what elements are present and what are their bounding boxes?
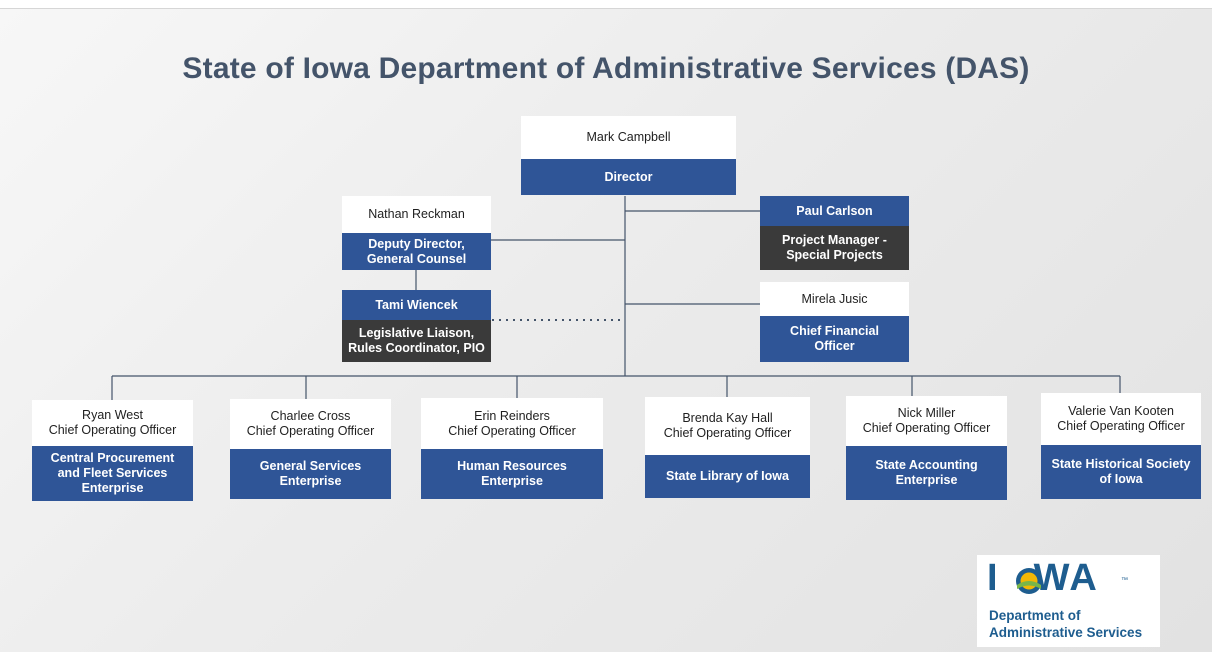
coo-unit: General Services Enterprise — [230, 449, 391, 499]
coo-header: Erin Reinders Chief Operating Officer — [421, 398, 603, 449]
coo-unit-line2: Enterprise — [279, 474, 342, 488]
coo-name: Erin Reinders — [474, 408, 550, 423]
coo-box: Charlee Cross Chief Operating Officer Ge… — [230, 399, 391, 499]
deputy-box: Nathan Reckman Deputy Director, General … — [342, 196, 491, 270]
liaison-role-line1: Legislative Liaison, — [358, 326, 475, 340]
liaison-role: Legislative Liaison, Rules Coordinator, … — [342, 320, 491, 362]
liaison-name: Tami Wiencek — [342, 290, 491, 320]
coo-title: Chief Operating Officer — [48, 423, 177, 437]
coo-box: Ryan West Chief Operating Officer Centra… — [32, 400, 193, 501]
coo-name: Valerie Van Kooten — [1068, 404, 1174, 418]
coo-unit-line1: State Historical Society — [1051, 457, 1191, 471]
coo-unit: State Accounting Enterprise — [846, 446, 1007, 500]
logo-word-i: I — [987, 557, 1000, 599]
coo-unit: State Library of Iowa — [645, 455, 810, 498]
coo-box: Nick Miller Chief Operating Officer Stat… — [846, 396, 1007, 500]
coo-title: Chief Operating Officer — [862, 421, 991, 435]
logo-wordmark: I WA — [987, 557, 1099, 600]
project-manager-box: Paul Carlson Project Manager - Special P… — [760, 196, 909, 270]
coo-unit: Human Resources Enterprise — [421, 449, 603, 499]
coo-header: Ryan West Chief Operating Officer — [32, 400, 193, 446]
coo-box: Brenda Kay Hall Chief Operating Officer … — [645, 397, 810, 498]
iowa-das-logo: I WA ™ Department of Administrative Servi… — [977, 555, 1160, 647]
cfo-role-line2: Officer — [814, 339, 855, 353]
logo-subtitle: Department of Administrative Services — [989, 607, 1142, 641]
logo-trademark: ™ — [1121, 577, 1128, 584]
coo-unit-line1: General Services — [259, 459, 362, 473]
director-name: Mark Campbell — [521, 116, 736, 159]
logo-word-wa: WA — [1033, 557, 1099, 599]
coo-header: Charlee Cross Chief Operating Officer — [230, 399, 391, 449]
project-manager-role: Project Manager - Special Projects — [760, 226, 909, 270]
coo-header: Nick Miller Chief Operating Officer — [846, 396, 1007, 446]
deputy-role-line2: General Counsel — [366, 251, 467, 266]
coo-unit-line2: and Fleet Services — [57, 466, 168, 480]
cfo-role: Chief Financial Officer — [760, 316, 909, 362]
slide-background: State of Iowa Department of Administrati… — [0, 8, 1212, 652]
coo-unit: Central Procurement and Fleet Services E… — [32, 446, 193, 501]
deputy-role: Deputy Director, General Counsel — [342, 233, 491, 270]
director-box: Mark Campbell Director — [521, 116, 736, 195]
project-manager-role-line1: Project Manager - — [782, 233, 887, 247]
coo-name: Brenda Kay Hall — [682, 411, 773, 425]
coo-unit-line2: Enterprise — [895, 473, 958, 487]
coo-title: Chief Operating Officer — [246, 424, 375, 438]
logo-subtitle-line2: Administrative Services — [989, 625, 1143, 640]
liaison-role-line2: Rules Coordinator, PIO — [348, 341, 485, 355]
cfo-box: Mirela Jusic Chief Financial Officer — [760, 282, 909, 362]
director-role: Director — [521, 159, 736, 195]
project-manager-role-line2: Special Projects — [786, 248, 883, 262]
sun-icon — [1016, 568, 1042, 594]
deputy-name: Nathan Reckman — [342, 196, 491, 233]
page-title: State of Iowa Department of Administrati… — [182, 52, 1030, 85]
coo-name: Ryan West — [82, 408, 143, 422]
coo-title: Chief Operating Officer — [448, 423, 576, 438]
coo-unit-line1: State Library of Iowa — [666, 469, 789, 483]
coo-box: Valerie Van Kooten Chief Operating Offic… — [1041, 393, 1201, 499]
coo-title: Chief Operating Officer — [1057, 419, 1185, 433]
deputy-role-line1: Deputy Director, — [368, 236, 465, 251]
coo-unit: State Historical Society of Iowa — [1041, 445, 1201, 499]
coo-name: Charlee Cross — [270, 409, 351, 423]
liaison-box: Tami Wiencek Legislative Liaison, Rules … — [342, 290, 491, 362]
coo-header: Brenda Kay Hall Chief Operating Officer — [645, 397, 810, 455]
coo-unit-line1: State Accounting — [875, 458, 978, 472]
coo-box: Erin Reinders Chief Operating Officer Hu… — [421, 398, 603, 499]
coo-title: Chief Operating Officer — [663, 426, 792, 440]
coo-header: Valerie Van Kooten Chief Operating Offic… — [1041, 393, 1201, 445]
coo-unit-line1: Human Resources — [457, 459, 567, 473]
project-manager-name: Paul Carlson — [760, 196, 909, 226]
cfo-name: Mirela Jusic — [760, 282, 909, 316]
coo-unit-line2: of Iowa — [1099, 472, 1143, 486]
coo-unit-line3: Enterprise — [81, 481, 144, 495]
logo-subtitle-line1: Department of — [989, 608, 1081, 623]
coo-unit-line2: Enterprise — [481, 474, 543, 488]
coo-unit-line1: Central Procurement — [50, 451, 175, 465]
cfo-role-line1: Chief Financial — [790, 324, 879, 338]
coo-name: Nick Miller — [897, 406, 956, 420]
